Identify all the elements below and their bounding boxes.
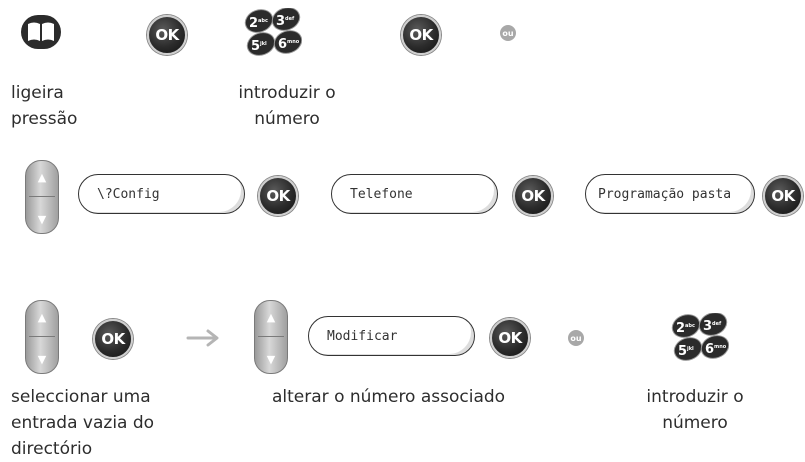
ou-badge: ou — [500, 25, 516, 41]
svg-text:2: 2 — [676, 321, 685, 336]
ok-button[interactable]: OK — [258, 176, 298, 216]
ok-button[interactable]: OK — [147, 15, 187, 55]
ok-button[interactable]: OK — [93, 319, 133, 359]
navigator-key[interactable]: ▲ ▼ — [254, 300, 288, 374]
svg-text:abc: abc — [258, 18, 268, 24]
up-arrow-icon[interactable]: ▲ — [37, 170, 47, 184]
svg-text:jkl: jkl — [259, 41, 267, 47]
svg-text:2: 2 — [249, 16, 258, 31]
down-arrow-icon[interactable]: ▼ — [37, 352, 47, 366]
caption-seleccionar-entrada: seleccionar uma entrada vazia do directó… — [11, 387, 155, 459]
svg-text:3: 3 — [276, 14, 285, 29]
up-arrow-icon[interactable]: ▲ — [266, 310, 276, 324]
caption-alterar-numero: alterar o número associado — [272, 387, 506, 407]
navigator-key[interactable]: ▲ ▼ — [25, 160, 59, 234]
svg-text:abc: abc — [685, 323, 695, 329]
svg-text:def: def — [285, 16, 295, 22]
svg-text:5: 5 — [251, 39, 260, 54]
navigator-key[interactable]: ▲ ▼ — [25, 300, 59, 374]
svg-text:3: 3 — [703, 319, 712, 334]
ou-badge: ou — [568, 330, 584, 346]
svg-text:def: def — [712, 321, 722, 327]
caption-introduzir-numero: introduzir o número — [646, 387, 744, 433]
svg-text:6: 6 — [705, 342, 714, 357]
display-config: \?Config — [78, 174, 245, 214]
ok-button[interactable]: OK — [513, 176, 553, 216]
svg-text:jkl: jkl — [686, 346, 694, 352]
up-arrow-icon[interactable]: ▲ — [37, 310, 47, 324]
ok-button[interactable]: OK — [490, 318, 530, 358]
directory-book-icon[interactable] — [20, 14, 62, 54]
caption-introduzir-numero: introduzir o número — [238, 83, 336, 129]
svg-text:mno: mno — [714, 344, 727, 350]
svg-text:5: 5 — [678, 344, 687, 359]
down-arrow-icon[interactable]: ▼ — [266, 352, 276, 366]
caption-ligeira-pressao: ligeira pressão — [11, 83, 78, 129]
display-programacao-pasta: Programação pasta — [585, 174, 755, 214]
display-modificar: Modificar — [308, 316, 475, 356]
display-telefone: Telefone — [331, 174, 498, 214]
ok-button[interactable]: OK — [401, 15, 441, 55]
svg-text:6: 6 — [278, 37, 287, 52]
ok-button[interactable]: OK — [763, 176, 803, 216]
down-arrow-icon[interactable]: ▼ — [37, 212, 47, 226]
svg-text:mno: mno — [287, 39, 300, 45]
right-arrow-icon — [186, 328, 222, 352]
